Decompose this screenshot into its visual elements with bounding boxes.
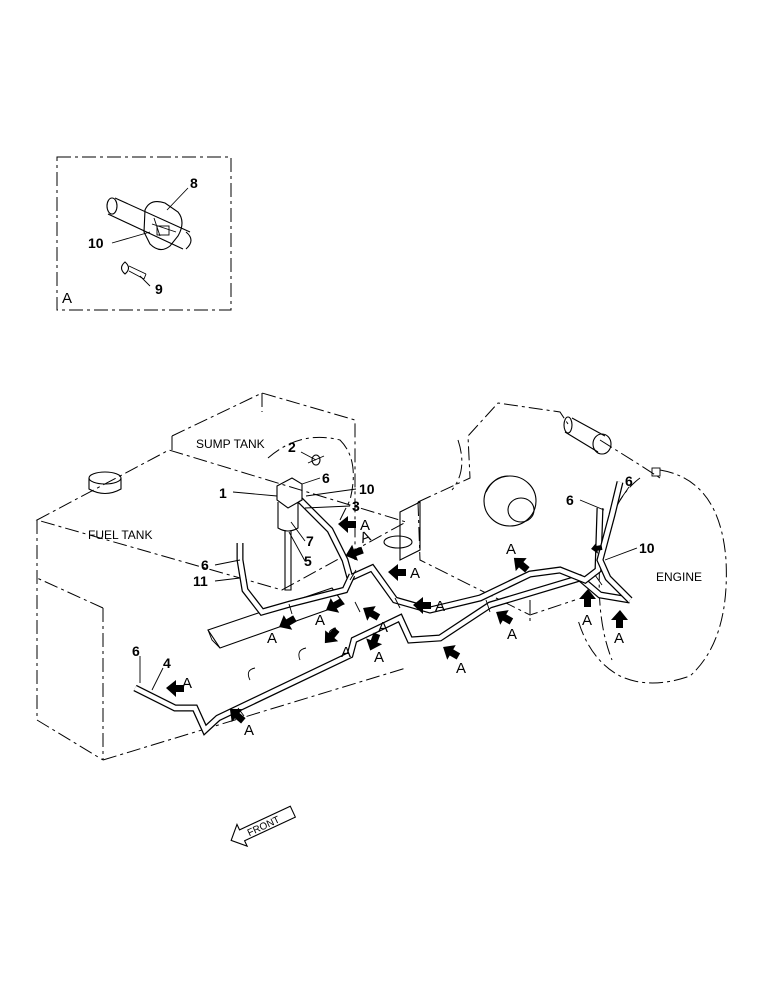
- svg-text:A: A: [358, 528, 373, 547]
- callout-leaders: [139, 451, 638, 691]
- detail-a-inset: 8 10 9 A: [56, 156, 232, 311]
- sump-tank-outline: SUMP TANK: [171, 392, 356, 560]
- marker-a-14-letter: A: [614, 630, 624, 647]
- detail-callout-9: 9: [155, 281, 163, 297]
- marker-a-16: [229, 708, 246, 724]
- marker-a-16-letter: A: [244, 722, 254, 739]
- callout-5: 5: [304, 553, 312, 569]
- callout-10b: 10: [639, 540, 655, 556]
- front-direction-arrow: FRONT: [230, 805, 297, 848]
- marker-a-3: A: [388, 564, 420, 582]
- marker-a-15-letter: A: [182, 675, 192, 692]
- callout-10a: 10: [359, 481, 375, 497]
- svg-text:A: A: [410, 565, 420, 582]
- clamp-markers: A A A A A A A A A: [166, 516, 628, 739]
- callout-1: 1: [219, 485, 227, 501]
- marker-a-15: [166, 680, 184, 697]
- marker-a-4: A: [413, 597, 445, 615]
- main-callouts: 2 6 1 10 3 7 5 6 11 6 6 10 6 4: [132, 439, 655, 671]
- detail-frame: [56, 156, 232, 311]
- callout-6a: 6: [322, 470, 330, 486]
- marker-a-14: [611, 610, 628, 628]
- marker-a-10-letter: A: [507, 626, 517, 643]
- sump-tank-label: SUMP TANK: [196, 437, 265, 451]
- marker-a-12: [513, 557, 530, 573]
- marker-a-13-letter: A: [582, 612, 592, 629]
- callout-6b: 6: [201, 557, 209, 573]
- callout-4: 4: [163, 655, 171, 671]
- marker-a-9: [366, 632, 383, 651]
- marker-a-1: A: [338, 516, 370, 534]
- marker-a-8-letter: A: [341, 644, 351, 661]
- marker-a-5: [326, 598, 344, 613]
- marker-a-5-letter: A: [315, 612, 325, 629]
- fuel-tank-outline: FUEL TANK: [35, 449, 408, 761]
- marker-a-6: [279, 615, 297, 630]
- marker-a-6-letter: A: [267, 630, 277, 647]
- marker-a-17: [591, 542, 603, 554]
- marker-a-7-letter: A: [378, 619, 388, 636]
- marker-a-13: [579, 589, 596, 607]
- marker-a-11: [443, 645, 461, 660]
- callout-6d: 6: [625, 473, 633, 489]
- fuel-hoses: [133, 481, 633, 736]
- detail-callout-10: 10: [88, 235, 104, 251]
- callout-7: 7: [306, 533, 314, 549]
- detail-callout-8: 8: [190, 175, 198, 191]
- detail-view-letter: A: [62, 290, 72, 307]
- marker-a-7: [363, 606, 381, 621]
- marker-a-12-letter: A: [506, 541, 516, 558]
- marker-a-11-letter: A: [456, 660, 466, 677]
- svg-text:A: A: [360, 517, 370, 534]
- marker-a-8: [324, 627, 340, 644]
- marker-a-9-letter: A: [374, 649, 384, 666]
- fuel-filter: [276, 454, 325, 591]
- callout-6e: 6: [132, 643, 140, 659]
- callout-3: 3: [352, 498, 360, 514]
- callout-2: 2: [288, 439, 296, 455]
- marker-a-10: [496, 610, 514, 625]
- fuel-tank-label: FUEL TANK: [88, 528, 152, 542]
- callout-11: 11: [193, 573, 208, 589]
- callout-6c: 6: [566, 492, 574, 508]
- svg-text:A: A: [435, 598, 445, 615]
- engine-label: ENGINE: [656, 570, 702, 584]
